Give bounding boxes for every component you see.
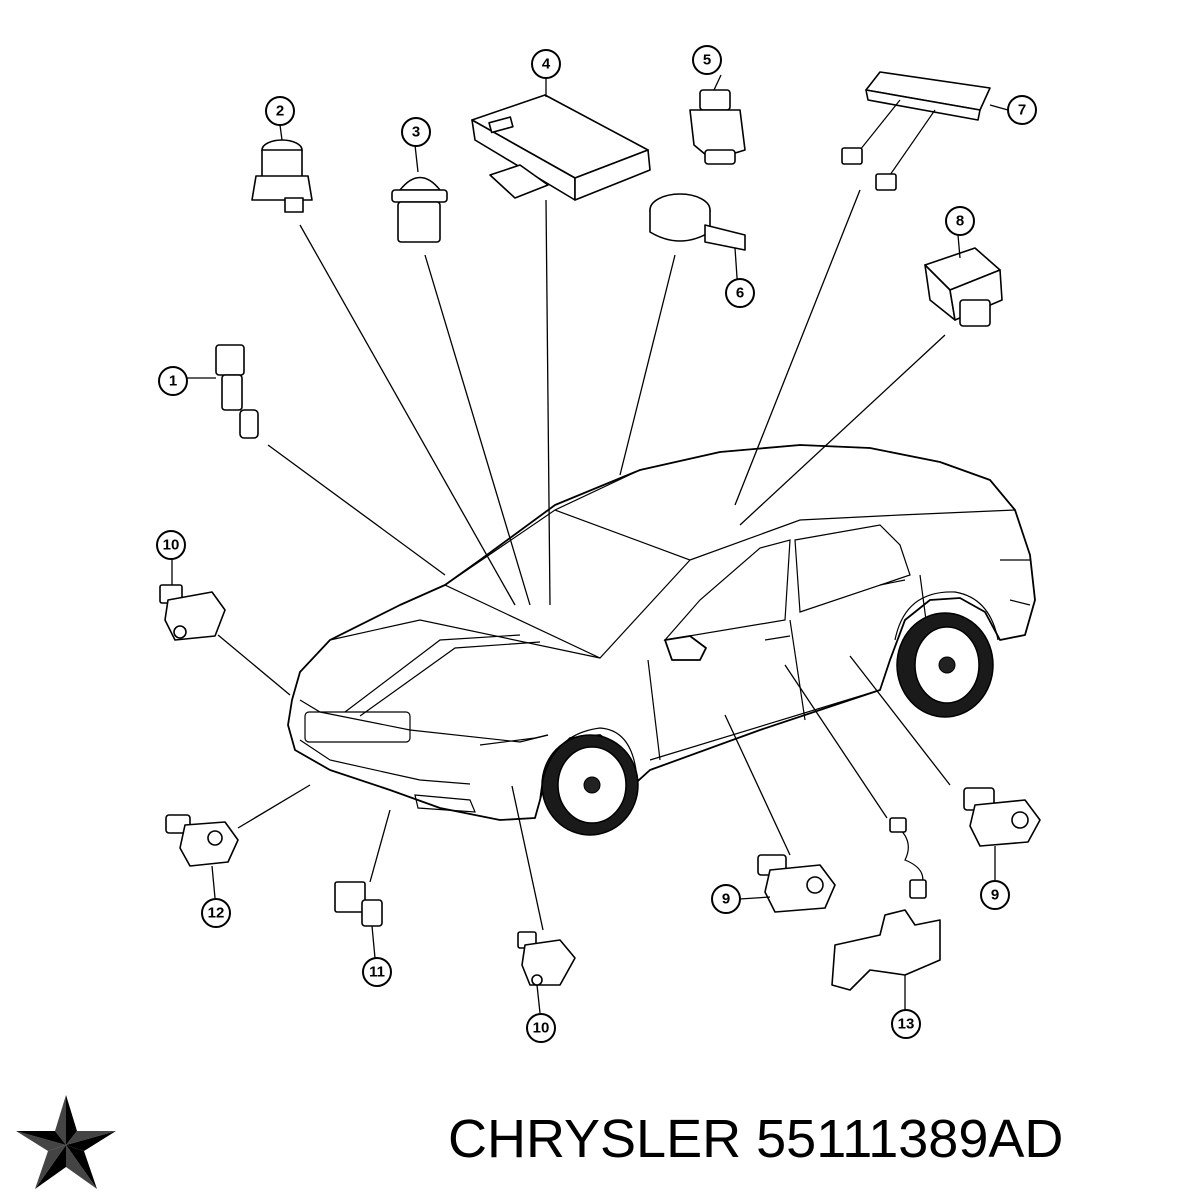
svg-text:3: 3 xyxy=(412,124,420,141)
svg-text:2: 2 xyxy=(276,103,284,120)
part-3-sensor xyxy=(391,176,448,243)
callout-7: 7 xyxy=(1007,95,1037,125)
svg-text:12: 12 xyxy=(208,905,225,922)
svg-text:10: 10 xyxy=(163,537,180,554)
part-number: 55111389AD xyxy=(756,1109,1064,1169)
part-2-sensor xyxy=(251,139,313,213)
callout-9-center: 9 xyxy=(711,884,741,914)
svg-text:8: 8 xyxy=(956,213,964,230)
part-1-sensor xyxy=(215,344,259,439)
chrysler-pentastar-icon xyxy=(16,1095,116,1189)
part-4-module xyxy=(471,94,651,201)
part-9-sensor-right xyxy=(963,787,1041,847)
part-12-sensor xyxy=(165,814,239,867)
callout-3: 3 xyxy=(401,117,431,147)
svg-text:11: 11 xyxy=(369,964,385,981)
part-9-sensor-center xyxy=(757,854,836,913)
brand-name: CHRYSLER xyxy=(448,1109,742,1169)
callout-4: 4 xyxy=(531,49,561,79)
part-5-bracket xyxy=(689,89,746,165)
part-6-sensor xyxy=(649,193,746,251)
callout-8: 8 xyxy=(945,206,975,236)
callout-12: 12 xyxy=(201,898,231,928)
callout-10-lower: 10 xyxy=(526,1013,556,1043)
callout-10-upper: 10 xyxy=(156,530,186,560)
part-10-sensor-lower xyxy=(517,931,576,986)
car-body xyxy=(287,444,1036,836)
part-13-harness xyxy=(831,817,941,991)
svg-text:5: 5 xyxy=(703,52,711,69)
leader-lines xyxy=(171,74,1009,1014)
callout-5: 5 xyxy=(692,45,722,75)
svg-text:9: 9 xyxy=(722,891,730,908)
svg-text:9: 9 xyxy=(991,887,999,904)
svg-text:4: 4 xyxy=(542,56,551,73)
part-8-module xyxy=(924,247,1003,327)
callout-9-right: 9 xyxy=(980,880,1010,910)
callout-6: 6 xyxy=(725,278,755,308)
part-10-sensor-upper xyxy=(159,584,226,641)
part-11-connector xyxy=(334,881,383,927)
callout-13: 13 xyxy=(891,1009,921,1039)
svg-text:7: 7 xyxy=(1018,102,1026,119)
svg-text:6: 6 xyxy=(736,285,744,302)
svg-text:10: 10 xyxy=(533,1020,550,1037)
callout-2: 2 xyxy=(265,96,295,126)
callout-1: 1 xyxy=(158,366,188,396)
callout-11: 11 xyxy=(362,957,392,987)
svg-text:13: 13 xyxy=(898,1016,915,1033)
part-7-module xyxy=(841,71,991,191)
svg-text:1: 1 xyxy=(169,373,177,390)
footer-caption: CHRYSLER 55111389AD xyxy=(448,1108,1063,1170)
